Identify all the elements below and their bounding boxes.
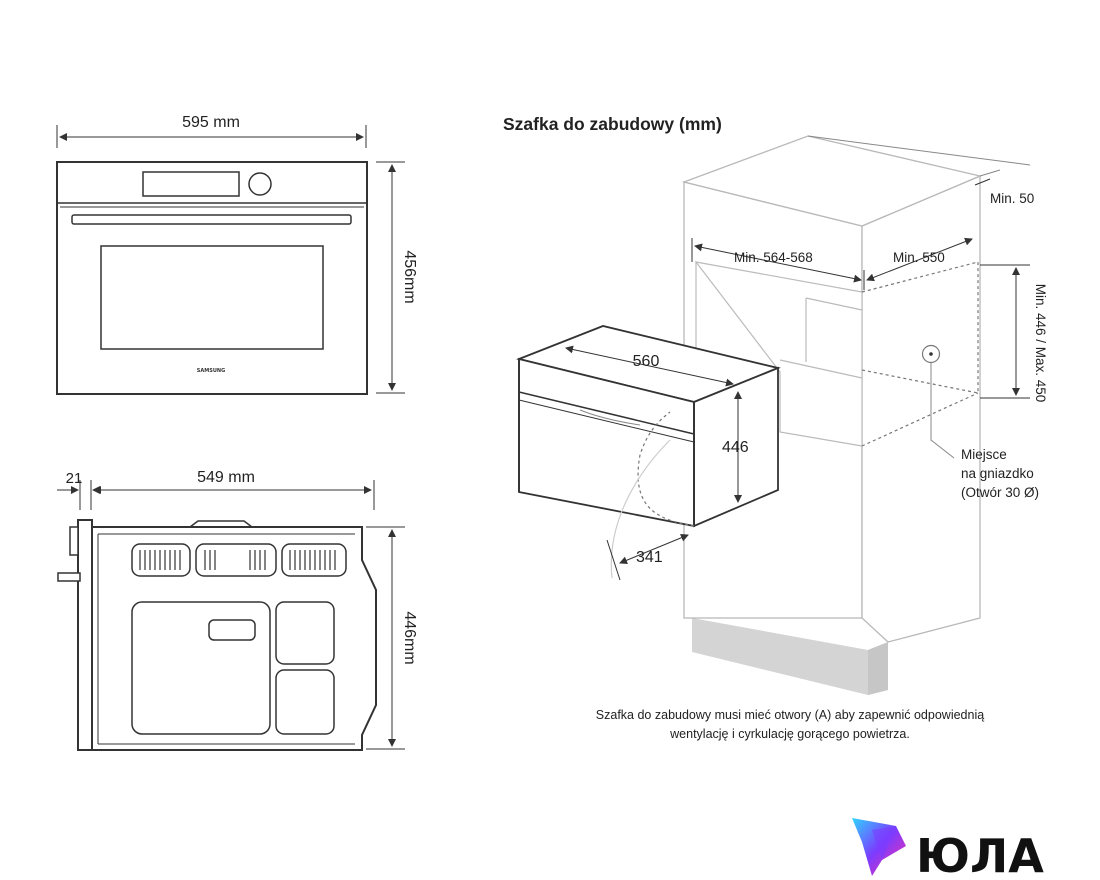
cabinet-note-line-1: Szafka do zabudowy musi mieć otwory (A) …: [596, 708, 984, 722]
socket-label-3: (Otwór 30 Ø): [961, 485, 1039, 500]
control-display: [142, 171, 240, 197]
cabinet-view: Szafka do zabudowy (mm) Min. 50 Min. 564…: [503, 114, 1048, 741]
cabinet-plinth: [692, 618, 888, 695]
cabinet-title: Szafka do zabudowy (mm): [503, 114, 722, 134]
side-vents: [131, 543, 347, 577]
door-window: [100, 245, 324, 350]
front-view: 595 mm 456mm SAMSUNG: [56, 114, 418, 395]
yula-logo: ЮЛА: [852, 818, 1044, 880]
front-width-label: 595 mm: [182, 114, 240, 131]
control-knob-icon: [248, 172, 272, 196]
yula-logo-text: ЮЛА: [916, 829, 1044, 880]
socket-label-1: Miejsce: [961, 447, 1007, 462]
cabinet-note-line-2: wentylację i cyrkulację gorącego powietr…: [669, 727, 910, 741]
socket-label-2: na gniazdko: [961, 466, 1034, 481]
side-view: 21 549 mm 446mm: [57, 469, 418, 751]
side-height-label: 446mm: [401, 611, 418, 664]
cabinet-height-label: Min. 446 / Max. 450: [1033, 284, 1048, 403]
side-door-panel: [77, 519, 93, 751]
door-swing-label: 341: [636, 549, 663, 566]
front-height-label: 456mm: [401, 250, 418, 303]
cabinet-depth-label: Min. 550: [893, 250, 945, 265]
cabinet-width-label: Min. 564-568: [734, 250, 813, 265]
cabinet-min-top-label: Min. 50: [990, 191, 1034, 206]
brand-logo-text: SAMSUNG: [197, 368, 225, 374]
side-handle: [57, 572, 81, 582]
cabinet-side-face: [861, 175, 981, 643]
oven-width-label: 560: [633, 353, 660, 370]
oven-height-label: 446: [722, 439, 749, 456]
door-thickness-label: 21: [66, 470, 83, 487]
side-depth-label: 549 mm: [197, 469, 255, 486]
door-handle: [71, 214, 352, 225]
